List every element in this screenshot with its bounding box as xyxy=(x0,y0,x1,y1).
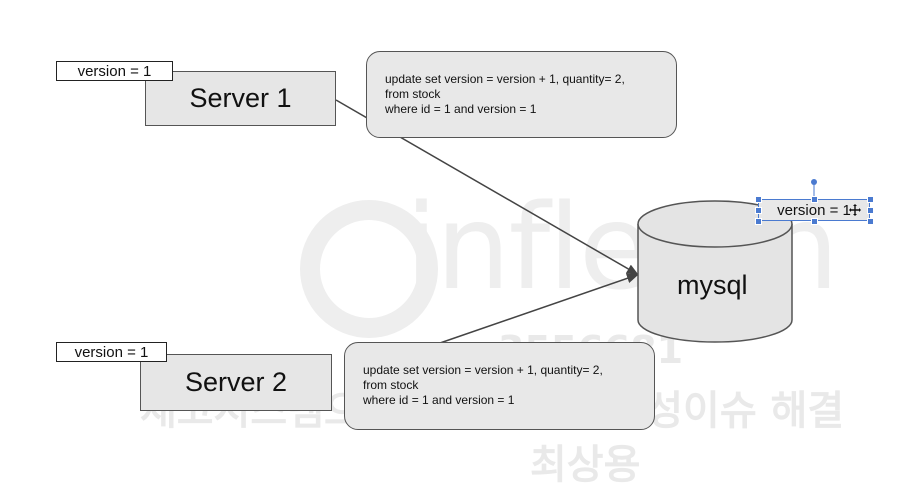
server-2-version-tag[interactable]: version = 1 xyxy=(56,342,167,362)
server-2-label: Server 2 xyxy=(184,367,288,397)
move-cursor-icon xyxy=(849,204,861,216)
resize-handle-sw[interactable] xyxy=(755,218,762,225)
server-1-label: Server 1 xyxy=(189,83,292,113)
arrow-server2-to-mysql xyxy=(439,273,639,344)
query-note-1[interactable]: update set version = version + 1, quanti… xyxy=(366,51,677,138)
server-1-box[interactable]: Server 1 xyxy=(145,71,336,126)
resize-handle-e[interactable] xyxy=(867,207,874,214)
resize-handle-s[interactable] xyxy=(811,218,818,225)
mysql-label: mysql xyxy=(677,270,748,300)
resize-handle-n[interactable] xyxy=(811,196,818,203)
query-note-1-line: where id = 1 and version = 1 xyxy=(385,102,537,116)
server-1-version-text: version = 1 xyxy=(77,62,152,80)
resize-handle-se[interactable] xyxy=(867,218,874,225)
rotate-handle xyxy=(811,179,817,185)
resize-handle-ne[interactable] xyxy=(867,196,874,203)
server-2-box[interactable]: Server 2 xyxy=(140,354,332,411)
resize-handle-w[interactable] xyxy=(755,207,762,214)
mysql-version-text: version = 1 xyxy=(777,201,851,219)
mysql-version-tag[interactable]: version = 1 xyxy=(758,199,870,221)
query-note-2-line: from stock xyxy=(363,378,419,392)
query-note-2-line: where id = 1 and version = 1 xyxy=(363,393,515,407)
server-2-version-text: version = 1 xyxy=(74,343,149,361)
server-1-version-tag[interactable]: version = 1 xyxy=(56,61,173,81)
query-note-2[interactable]: update set version = version + 1, quanti… xyxy=(344,342,655,430)
mysql-cylinder xyxy=(637,200,793,343)
query-note-2-line: update set version = version + 1, quanti… xyxy=(363,363,603,377)
watermark-author: 최상용 xyxy=(530,442,641,488)
query-note-1-line: update set version = version + 1, quanti… xyxy=(385,72,625,86)
resize-handle-nw[interactable] xyxy=(755,196,762,203)
query-note-1-line: from stock xyxy=(385,87,441,101)
